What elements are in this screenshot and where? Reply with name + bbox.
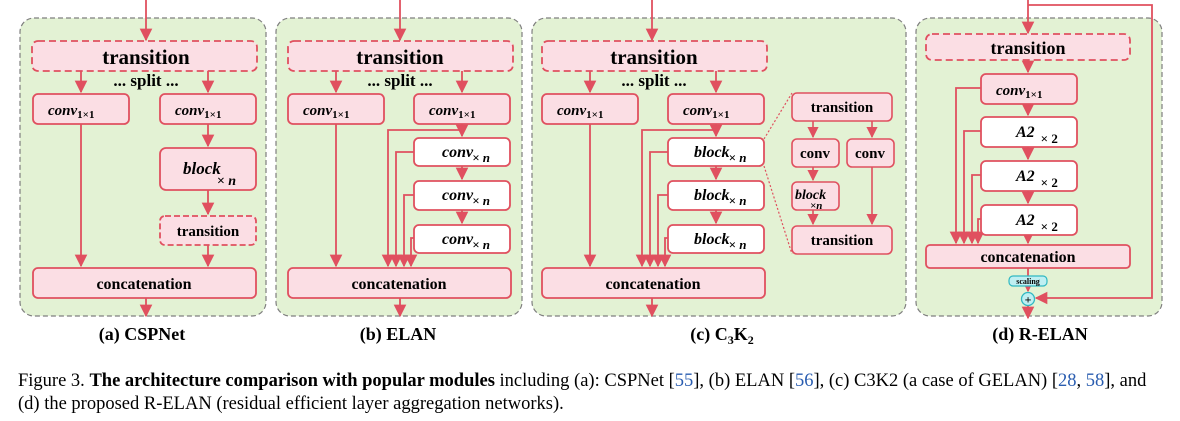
panel-c-block-label-1: block× n xyxy=(694,144,746,165)
panel-b-conv-n-label-2: conv× n xyxy=(442,187,490,208)
panel-b-split-label: ... split ... xyxy=(367,71,432,90)
panel-c-conv-right-label: conv1×1 xyxy=(683,103,729,121)
panel-d-a2-box-3 xyxy=(980,204,1078,236)
panel-c-transition-box xyxy=(541,40,768,72)
panel-d-a2-box-2 xyxy=(980,160,1078,192)
panel-a-block-label: block× n xyxy=(183,159,236,189)
panel-a-transition-label: transition xyxy=(102,45,190,69)
panel-elan: transition ... split ... conv1×1 conv1×1… xyxy=(275,0,523,318)
panel-cspnet: transition ... split ... conv1×1 conv1×1… xyxy=(19,0,267,318)
panel-a-concat-label: concatenation xyxy=(96,276,191,293)
panel-a-concat-box xyxy=(32,267,257,299)
panel-a-conv-left-label: conv1×1 xyxy=(48,103,94,121)
panel-d-transition-label: transition xyxy=(990,38,1065,58)
panel-a-transition2-label: transition xyxy=(177,224,240,240)
panel-d-concat-box xyxy=(925,244,1131,269)
panel-b-concat-label: concatenation xyxy=(351,276,446,293)
caption-ref-58[interactable]: 58 xyxy=(1085,371,1105,391)
panel-b-title: (b) ELAN xyxy=(360,324,437,345)
panel-c-block-box-2 xyxy=(667,180,765,211)
panel-b-conv-n-label-3: conv× n xyxy=(442,231,490,252)
panel-b-conv-n-box-3 xyxy=(413,224,511,254)
panel-d-transition-box xyxy=(925,33,1131,61)
panel-b-conv-n-label-1: conv× n xyxy=(442,144,490,165)
panel-c-zoom-conv-right-box xyxy=(846,138,895,168)
panel-c-zoom-transition-bottom-label: transition xyxy=(811,233,874,249)
panel-c-zoom-block-label: block×n xyxy=(795,188,826,212)
panel-c-split-label: ... split ... xyxy=(621,71,686,90)
panel-a-title: (a) CSPNet xyxy=(99,324,185,345)
panel-d-title: (d) R-ELAN xyxy=(992,324,1088,345)
panel-b-concat-box xyxy=(287,267,512,299)
panel-d-a2-label-2: A2× 2 xyxy=(1015,168,1058,190)
panel-b-conv-left-box xyxy=(287,93,385,125)
panel-a-conv-right-box xyxy=(159,93,257,125)
panel-b-arrows xyxy=(329,0,469,318)
caption-ref-28[interactable]: 28 xyxy=(1058,371,1077,391)
panel-c-zoom-lines xyxy=(763,92,793,255)
panel-r-elan: transition conv1×1 A2× 2 A2× 2 A2× 2 con… xyxy=(915,0,1163,320)
panel-d-concat-label: concatenation xyxy=(980,249,1075,266)
caption-bold-text: The architecture comparison with popular… xyxy=(89,371,495,391)
panel-c-conv-left-label: conv1×1 xyxy=(557,103,603,121)
panel-c-concat-label: concatenation xyxy=(605,276,700,293)
caption-figure-label: Figure 3. xyxy=(18,371,85,391)
caption-text-1: including (a): CSPNet [ xyxy=(494,371,675,391)
panel-d-conv-box xyxy=(980,73,1078,105)
panel-a-transition2-box xyxy=(159,215,257,246)
panel-c-zoom-transition-top-box xyxy=(791,92,893,122)
panel-c-block-label-3: block× n xyxy=(694,231,746,252)
panel-c-transition-label: transition xyxy=(610,45,698,69)
panel-c-title: (c) C3K2 xyxy=(690,324,754,347)
panel-c-zoom-transition-bottom-box xyxy=(791,225,893,255)
panel-c-block-label-2: block× n xyxy=(694,187,746,208)
panel-b-conv-left-label: conv1×1 xyxy=(303,103,349,121)
panel-b-conv-n-box-1 xyxy=(413,137,511,167)
panel-a-transition-box xyxy=(31,40,258,72)
caption-text-3: ], (c) C3K2 (a case of GELAN) [ xyxy=(813,371,1058,391)
caption-text-4: , xyxy=(1076,371,1086,391)
panel-d-a2-label-3: A2× 2 xyxy=(1015,212,1058,234)
panel-c-zoom-conv-right-label: conv xyxy=(855,146,886,162)
architecture-diagram: transition ... split ... conv1×1 conv1×1… xyxy=(19,0,1163,347)
panel-d-a2-label-1: A2× 2 xyxy=(1015,124,1058,146)
panel-c3k2: transition ... split ... conv1×1 conv1×1… xyxy=(531,0,907,318)
panel-d-arrows xyxy=(949,0,1153,320)
caption-text-5: ], and (d) the proposed R-ELAN (residual… xyxy=(18,371,1147,414)
caption-text-2: ], (b) ELAN [ xyxy=(693,371,795,391)
panel-c-zoom-conv-left-box xyxy=(791,138,840,168)
panel-d-plus-label: + xyxy=(1025,293,1032,307)
panel-c-zoom-conv-left-label: conv xyxy=(800,146,831,162)
panel-b-conv-n-box-2 xyxy=(413,180,511,211)
plus-circle-icon xyxy=(1020,291,1036,307)
panel-c-concat-box xyxy=(541,267,766,299)
panel-a-conv-right-label: conv1×1 xyxy=(175,103,221,121)
figure-caption: Figure 3. The architecture comparison wi… xyxy=(18,370,1168,416)
panel-b-conv-right-box xyxy=(413,93,511,125)
panel-d-conv-label: conv1×1 xyxy=(996,83,1042,101)
panel-d-scaling-badge xyxy=(1008,275,1048,287)
panel-d-a2-box-1 xyxy=(980,116,1078,148)
panel-b-transition-box xyxy=(287,40,514,72)
caption-ref-55[interactable]: 55 xyxy=(674,371,694,391)
panel-b-transition-label: transition xyxy=(356,45,444,69)
panel-c-block-box-3 xyxy=(667,224,765,254)
panel-b-conv-right-label: conv1×1 xyxy=(429,103,475,121)
panel-a-arrows xyxy=(74,0,215,318)
panel-c-arrows xyxy=(583,0,723,318)
panel-d-scaling-label: scaling xyxy=(1016,277,1040,286)
panel-a-conv-left-box xyxy=(32,93,130,125)
panel-c-zoom-transition-top-label: transition xyxy=(811,100,874,116)
panel-c-zoom-arrows xyxy=(807,121,878,226)
panel-c-conv-left-box xyxy=(541,93,639,125)
panel-c-conv-right-box xyxy=(667,93,765,125)
caption-ref-56[interactable]: 56 xyxy=(794,371,814,391)
panel-c-block-box-1 xyxy=(667,137,765,167)
panel-c-zoom-block-box xyxy=(791,181,840,211)
panel-a-block-box xyxy=(159,147,257,191)
panel-a-split-label: ... split ... xyxy=(113,71,178,90)
